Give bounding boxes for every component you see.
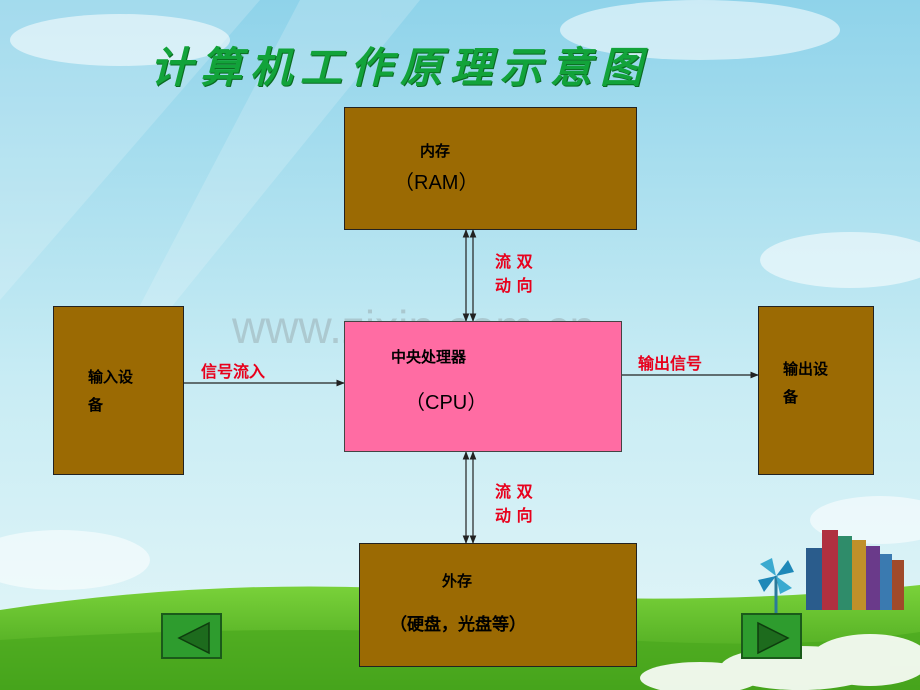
ram-box [344,107,637,230]
ram-sublabel: （RAM） [394,172,479,194]
output-label-line2: 备 [783,388,799,406]
triangle-right-icon [757,621,790,655]
edge-label-input-signal: 信号流入 [201,362,266,381]
input-label-line2: 备 [88,396,104,414]
input-box [53,306,184,475]
cpu-sublabel: （CPU） [405,392,488,414]
ram-label: 内存 [420,142,451,160]
next-slide-button[interactable] [741,613,802,659]
cpu-box [344,321,622,452]
output-label-line1: 输出设 [783,360,829,378]
previous-slide-button[interactable] [161,613,222,659]
cpu-label: 中央处理器 [391,348,467,366]
slide-title: 计算机工作原理示意图 [150,43,651,92]
edge-label-bottom-line1: 流 双 [495,482,533,501]
storage-box [359,543,637,667]
edge-label-top-line2: 动 向 [495,276,533,295]
edge-label-top-line1: 流 双 [495,252,533,271]
storage-sublabel: （硬盘，光盘等） [390,615,526,635]
input-label-line1: 输入设 [88,368,134,386]
storage-label: 外存 [442,572,473,590]
triangle-left-icon [177,621,210,655]
output-box [758,306,874,475]
edge-label-bottom-line2: 动 向 [495,506,533,525]
edge-label-output-signal: 输出信号 [638,354,703,373]
